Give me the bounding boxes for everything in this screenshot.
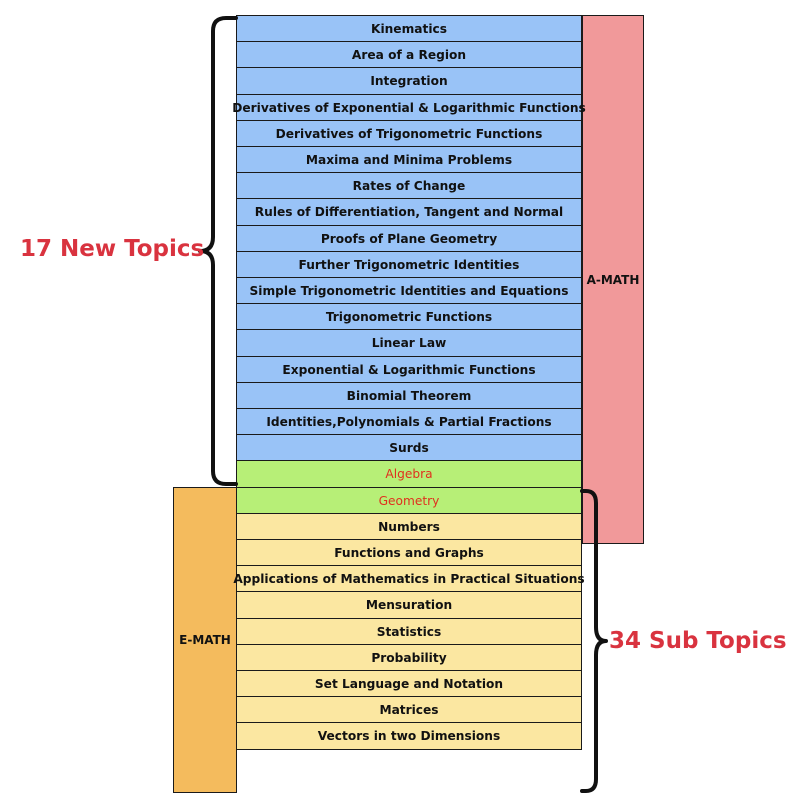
a-math-topic: Proofs of Plane Geometry (236, 224, 582, 253)
a-math-topic: Derivatives of Exponential & Logarithmic… (232, 93, 586, 122)
e-math-topic: Matrices (236, 696, 582, 725)
e-math-topic: Functions and Graphs (236, 539, 582, 567)
a-math-topic: Kinematics (236, 15, 582, 43)
e-math-label: E-MATH (179, 633, 231, 647)
a-math-topic: Simple Trigonometric Identities and Equa… (236, 277, 582, 305)
topic-stack: Kinematics Area of a Region Integration … (232, 15, 586, 751)
a-math-label: A-MATH (586, 272, 640, 287)
a-math-topic: Surds (236, 434, 582, 463)
a-math-topic: Exponential & Logarithmic Functions (236, 355, 582, 384)
a-math-topic: Further Trigonometric Identities (236, 250, 582, 279)
a-math-topic: Area of a Region (236, 41, 582, 69)
a-math-topic: Trigonometric Functions (236, 303, 582, 332)
e-math-topic: Set Language and Notation (236, 670, 582, 698)
e-math-topic: Vectors in two Dimensions (236, 722, 582, 751)
a-math-topic: Rates of Change (236, 172, 582, 201)
a-math-topic: Derivatives of Trigonometric Functions (236, 119, 582, 148)
new-topics-callout: 17 New Topics (20, 236, 205, 262)
e-math-bar: E-MATH (173, 487, 237, 793)
a-math-topic: Maxima and Minima Problems (236, 146, 582, 174)
a-math-topic: Rules of Differentiation, Tangent and No… (236, 198, 582, 227)
left-brace-icon (198, 16, 238, 486)
right-brace-icon (580, 489, 608, 793)
a-math-topic: Linear Law (236, 329, 582, 358)
e-math-topic: Probability (236, 643, 582, 672)
shared-topic: Algebra (236, 460, 582, 489)
a-math-bar: A-MATH (582, 15, 644, 544)
sub-topics-callout: 34 Sub Topics (609, 628, 787, 654)
e-math-topic: Applications of Mathematics in Practical… (233, 565, 585, 594)
e-math-topic: Mensuration (236, 591, 582, 620)
a-math-topic: Integration (236, 67, 582, 96)
a-math-topic: Binomial Theorem (236, 381, 582, 410)
a-math-topic: Identities,Polynomials & Partial Fractio… (236, 408, 582, 436)
shared-topic: Geometry (236, 486, 582, 515)
e-math-topic: Statistics (236, 617, 582, 646)
e-math-topic: Numbers (236, 512, 582, 541)
